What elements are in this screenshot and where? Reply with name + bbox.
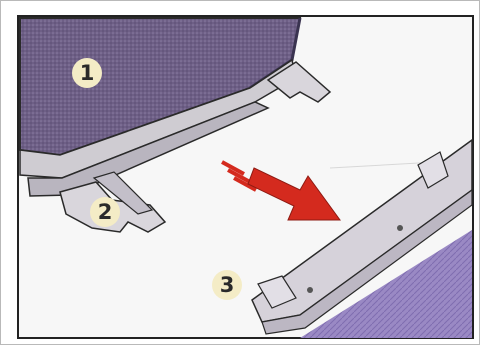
rail-bolt (307, 287, 313, 293)
rail-bolt (397, 225, 403, 231)
callout-label: 3 (219, 273, 235, 297)
seat-base-lower (27, 101, 270, 197)
rail-latch-upper (417, 151, 449, 189)
arrow-speed-line (221, 160, 245, 176)
callout-marker: 3 (212, 270, 242, 300)
arrow-head (247, 167, 341, 221)
direction-arrow (221, 160, 341, 221)
rear-bracket (266, 61, 332, 103)
floor-carpet (300, 230, 472, 338)
arrow-speed-line (227, 168, 251, 184)
arrow-speed-line (233, 176, 257, 192)
floor-rail-edge (261, 188, 473, 335)
callout-marker: 2 (90, 197, 120, 227)
callout-marker: 1 (72, 58, 102, 88)
callout-label: 2 (97, 200, 113, 224)
callout-label: 1 (79, 61, 95, 85)
rail-latch-lower (257, 275, 297, 309)
front-bracket-flange (92, 171, 154, 215)
